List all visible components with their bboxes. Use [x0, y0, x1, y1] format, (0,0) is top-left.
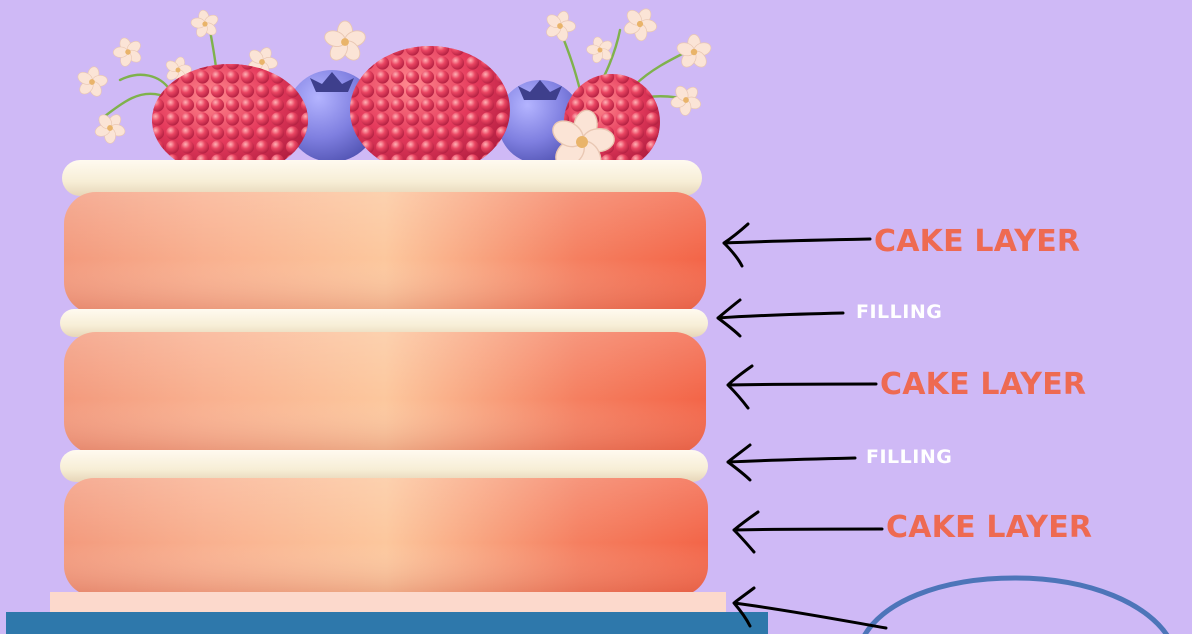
label-filling-2: FILLING — [866, 446, 952, 468]
label-filling-1: FILLING — [856, 301, 942, 323]
label-cake-layer-3: CAKE LAYER — [886, 510, 1092, 545]
label-cake-layer-1: CAKE LAYER — [874, 224, 1080, 259]
label-cake-layer-2: CAKE LAYER — [880, 367, 1086, 402]
top-cream — [62, 160, 702, 196]
base-bar — [6, 612, 768, 634]
filling-2 — [60, 450, 708, 482]
cake — [50, 160, 726, 618]
